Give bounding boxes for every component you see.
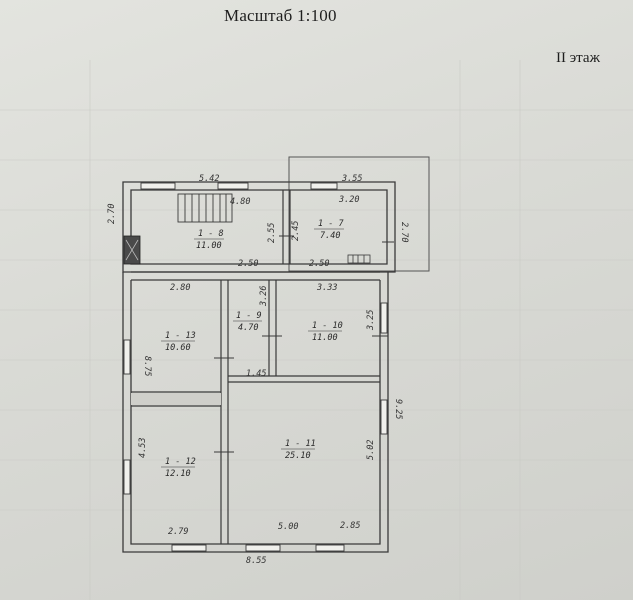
dim-245: 2.45 bbox=[291, 221, 301, 241]
room-id: 1 - 10 bbox=[312, 321, 343, 331]
door-marks bbox=[214, 235, 394, 453]
scale-caption: Масштаб 1:100 bbox=[224, 6, 337, 25]
dimension-labels: 5.42 3.55 4.80 3.20 2.70 2.70 2.55 2.45 … bbox=[107, 174, 409, 566]
dim-285: 2.85 bbox=[340, 521, 360, 531]
annex-outline bbox=[288, 156, 430, 272]
room-id: 1 - 9 bbox=[236, 311, 262, 321]
dim-corr-550: 2.50 bbox=[238, 259, 258, 269]
dim-480: 4.80 bbox=[230, 197, 250, 207]
dim-right-270: 2.70 bbox=[399, 222, 409, 242]
dim-325: 3.25 bbox=[366, 310, 376, 331]
room-labels: 1 - 8 11.00 1 - 7 7.40 1 - 13 10.60 1 - … bbox=[161, 219, 344, 479]
room-id: 1 - 11 bbox=[285, 439, 316, 449]
dim-bottom-855: 8.55 bbox=[246, 556, 266, 566]
dim-280: 2.80 bbox=[170, 283, 190, 293]
paper-grid bbox=[0, 60, 633, 600]
room-area: 4.70 bbox=[238, 323, 258, 333]
room-id: 1 - 7 bbox=[318, 219, 344, 229]
room-area: 12.10 bbox=[165, 469, 191, 479]
room-area: 7.40 bbox=[320, 231, 340, 241]
dim-top-right: 3.55 bbox=[341, 174, 362, 184]
dim-500: 5.00 bbox=[278, 522, 298, 532]
dim-279: 2.79 bbox=[168, 527, 188, 537]
staircase bbox=[177, 193, 233, 223]
room-id: 1 - 12 bbox=[165, 457, 196, 467]
dim-145: 1.45 bbox=[246, 369, 266, 379]
dim-326: 3.26 bbox=[259, 286, 269, 307]
dim-453: 4.53 bbox=[138, 438, 148, 458]
dim-925: 9.25 bbox=[393, 399, 403, 419]
windows bbox=[123, 182, 388, 552]
dim-333: 3.33 bbox=[316, 283, 337, 293]
dim-top-left: 5.42 bbox=[199, 174, 219, 184]
wall-fill bbox=[131, 393, 221, 405]
stove-block bbox=[123, 235, 141, 265]
room-id: 1 - 8 bbox=[198, 229, 224, 239]
interior-walls bbox=[131, 190, 380, 544]
dim-corr-250: 2.50 bbox=[309, 259, 329, 269]
dim-255: 2.55 bbox=[267, 223, 277, 243]
room-id: 1 - 13 bbox=[165, 331, 196, 341]
room-area: 25.10 bbox=[285, 451, 311, 461]
floor-caption: II этаж bbox=[556, 50, 600, 66]
dim-320: 3.20 bbox=[338, 195, 359, 205]
small-stair bbox=[347, 254, 371, 264]
dim-875: 8.75 bbox=[142, 356, 152, 376]
room-area: 11.00 bbox=[312, 333, 338, 343]
room-area: 11.00 bbox=[196, 241, 222, 251]
dim-502: 5.02 bbox=[366, 440, 376, 460]
room-area: 10.60 bbox=[165, 343, 191, 353]
dim-left-270: 2.70 bbox=[107, 204, 117, 224]
outer-walls bbox=[122, 181, 396, 553]
